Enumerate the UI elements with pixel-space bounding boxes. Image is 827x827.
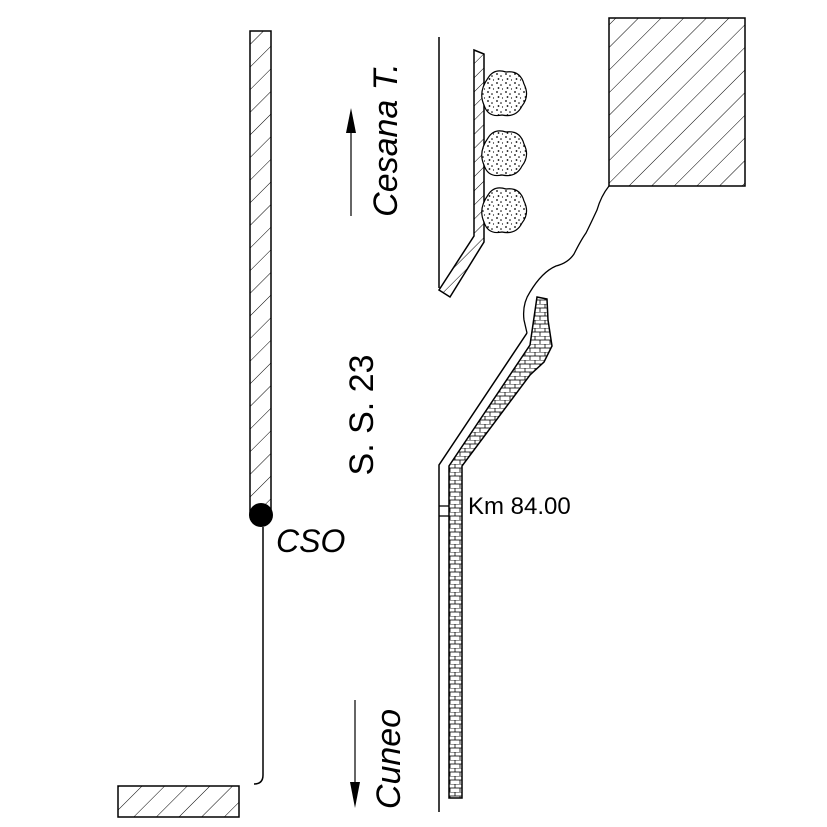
destination-south-label: Cuneo [370,709,408,809]
south-arrow-head [350,782,360,808]
road-name-label: S. S. 23 [343,355,381,476]
north-arrow-head [346,108,356,133]
cso-point-label: CSO [276,523,345,559]
tree-3-icon [481,187,528,234]
cso-point-marker [249,503,273,527]
cso-cable-line [253,527,264,785]
tree-1-icon [481,70,528,117]
ground-break-line [522,185,610,334]
upper-right-building [608,17,746,187]
km-marker-label: Km 84.00 [468,493,571,520]
upper-kerb-strip [437,48,485,299]
lower-road-edge [438,332,528,812]
tree-2-icon [481,130,528,177]
left-wall [249,30,272,516]
brick-sidewalk [448,296,553,799]
bottom-left-block [117,785,240,818]
destination-north-label: Cesana T. [367,63,405,217]
